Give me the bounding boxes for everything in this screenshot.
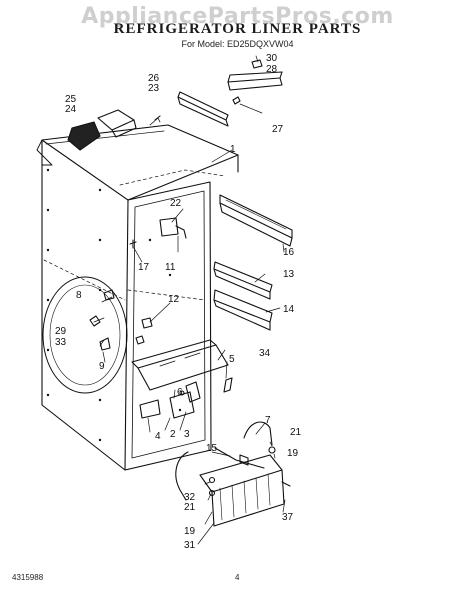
part-label: 32 (184, 492, 196, 503)
part-label: 27 (272, 124, 284, 135)
part-label: 33 (55, 337, 67, 348)
part-label: 37 (282, 512, 294, 523)
part-label: 14 (283, 304, 295, 315)
part-label: 1 (230, 144, 236, 155)
part-label: 8 (76, 290, 82, 301)
part-label: 2 (170, 429, 176, 440)
part-crisper-cover-34 (131, 339, 229, 391)
part-labels: 1 2 3 4 5 6 7 8 9 11 12 13 14 15 16 17 1… (55, 53, 302, 551)
part-label: 25 (65, 94, 77, 105)
part-label: 6 (177, 387, 183, 398)
part-label: 28 (266, 64, 278, 75)
part-label: 31 (184, 540, 196, 551)
part-label: 23 (148, 83, 160, 94)
part-label: 15 (206, 443, 218, 454)
part-rail-14 (213, 289, 273, 331)
part-label: 7 (265, 415, 271, 426)
page-number: 4 (235, 573, 240, 582)
part-label: 13 (283, 269, 295, 280)
part-shelf-16 (219, 194, 293, 247)
part-rail-13 (213, 261, 273, 300)
part-label: 29 (55, 326, 67, 337)
model-line: For Model: ED25DQXVW04 (181, 39, 294, 49)
part-tubing (214, 421, 276, 469)
part-label: 17 (138, 262, 150, 273)
part-label: 21 (184, 502, 196, 513)
page-title: REFRIGERATOR LINER PARTS (113, 21, 362, 37)
part-label: 12 (168, 294, 180, 305)
doc-number: 4315988 (12, 573, 44, 582)
part-light-housing (67, 109, 161, 151)
part-top-bracket (177, 91, 241, 127)
part-lower-controls (139, 381, 201, 419)
part-label: 19 (287, 448, 299, 459)
part-label: 19 (184, 526, 196, 537)
part-small-hardware (89, 239, 233, 393)
part-label: 9 (99, 361, 105, 372)
part-label: 11 (165, 262, 176, 273)
part-label: 34 (259, 348, 271, 359)
leader-lines (93, 55, 286, 545)
part-label: 5 (229, 354, 235, 365)
part-label: 4 (155, 431, 161, 442)
part-label: 24 (65, 104, 77, 115)
part-label: 30 (266, 53, 278, 64)
part-label: 16 (283, 247, 295, 258)
part-evaporator-31 (175, 451, 291, 527)
part-bracket-22 (159, 217, 187, 239)
part-label: 26 (148, 73, 160, 84)
liner-body (36, 124, 239, 471)
watermark: AppliancePartsPros.com (81, 4, 394, 29)
part-label: 21 (290, 427, 302, 438)
part-label: 3 (184, 429, 190, 440)
part-label: 22 (170, 198, 182, 209)
